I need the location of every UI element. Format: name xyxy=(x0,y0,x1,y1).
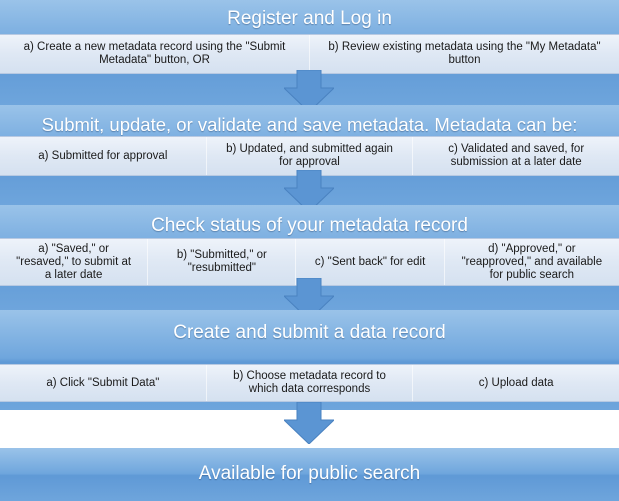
step-4-option-a: a) Click "Submit Data" xyxy=(46,376,160,389)
step-1-option-a: a) Create a new metadata record using th… xyxy=(23,41,286,66)
flow-arrow-4 xyxy=(284,402,334,444)
step-3-option-a: a) "Saved," or "resaved," to submit at a… xyxy=(16,242,132,281)
step-5-title: Available for public search xyxy=(198,463,421,484)
flow-arrow-2 xyxy=(284,170,334,212)
step-3-option-d: d) "Approved," or "reapproved," and avai… xyxy=(443,239,619,285)
step-4-option-c: c) Upload data xyxy=(412,365,619,401)
step-3-option-c: c) "Sent back" for edit xyxy=(295,239,443,285)
step-1-title: Register and Log in xyxy=(227,8,392,29)
step-2-option-b: b) Updated, and submitted again for appr… xyxy=(205,137,413,175)
step-5-band: Available for public search xyxy=(0,448,619,501)
step-4-title: Create and submit a data record xyxy=(173,322,446,343)
step-2-options: a) Submitted for approval b) Updated, an… xyxy=(0,136,619,176)
step-2-option-a: a) Submitted for approval xyxy=(38,149,168,162)
flow-arrow-3 xyxy=(284,278,334,320)
step-1-options: a) Create a new metadata record using th… xyxy=(0,34,619,74)
step-2-option-c: c) Validated and saved, for submission a… xyxy=(412,137,619,175)
step-3-option-b: b) "Submitted," or "resubmitted" xyxy=(147,239,295,285)
step-4-options: a) Click "Submit Data" b) Choose metadat… xyxy=(0,364,619,402)
step-3-title: Check status of your metadata record xyxy=(151,215,468,236)
step-2-title: Submit, update, or validate and save met… xyxy=(41,114,578,135)
step-1-option-b: b) Review existing metadata using the "M… xyxy=(309,35,619,73)
flow-arrow-1 xyxy=(284,70,334,112)
step-4-option-b: b) Choose metadata record to which data … xyxy=(205,365,413,401)
